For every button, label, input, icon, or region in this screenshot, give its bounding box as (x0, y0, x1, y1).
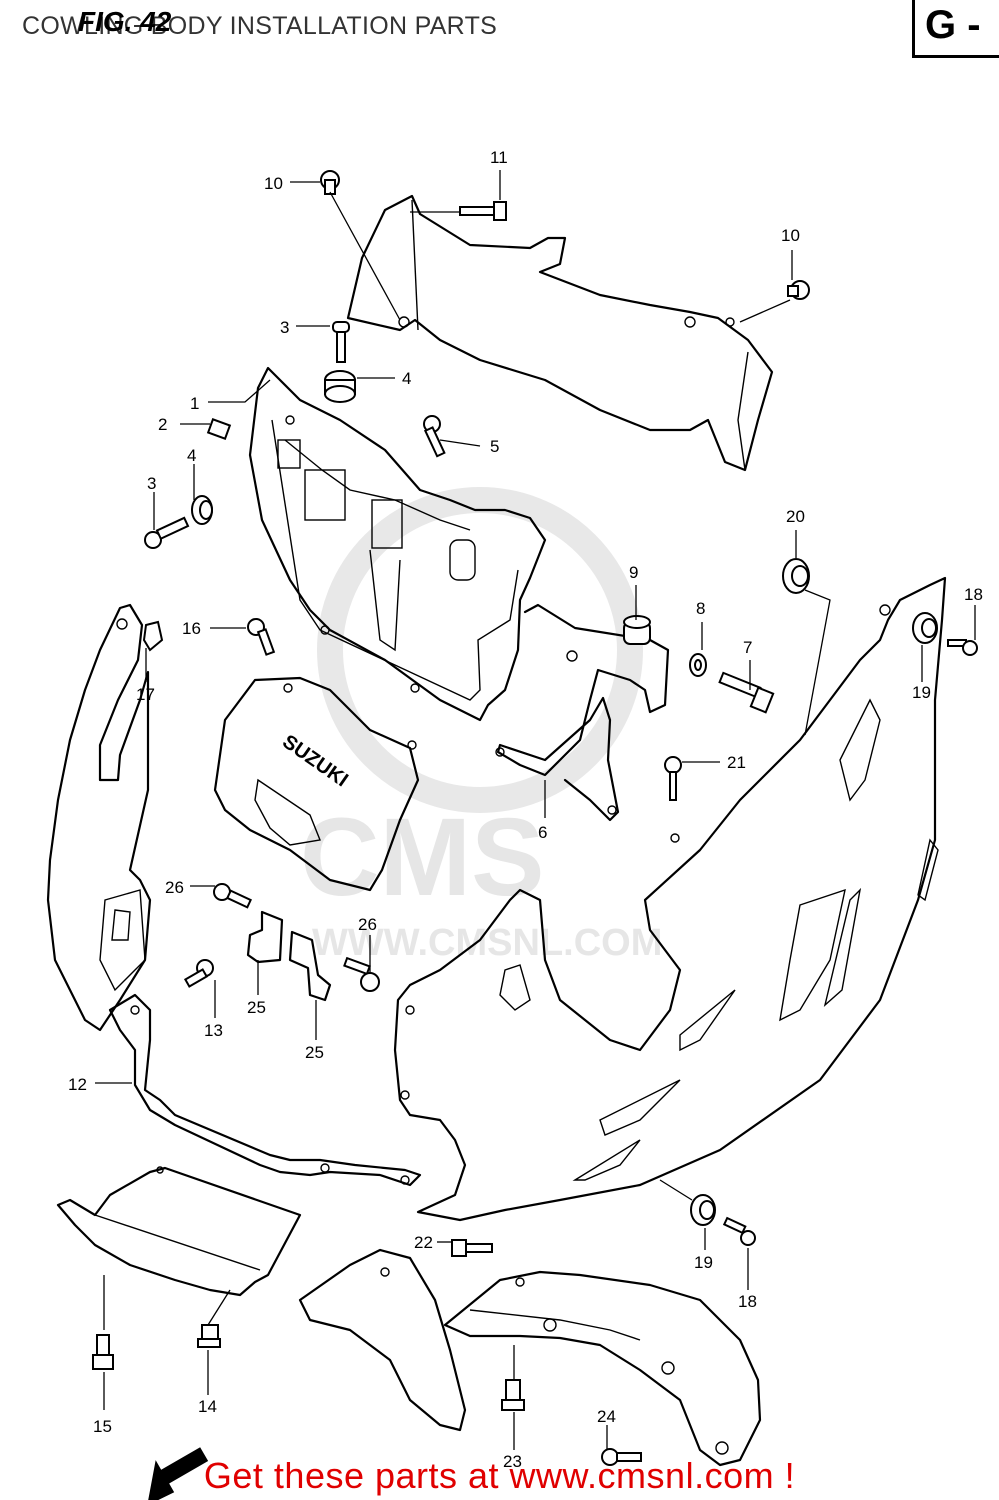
callout-25: 25 (247, 998, 266, 1017)
callout-labels: 10 11 10 3 4 1 2 5 3 4 9 8 7 20 18 19 21… (68, 148, 983, 1471)
bolt-26a (213, 883, 252, 909)
callout-20: 20 (786, 507, 805, 526)
screw-3b (144, 516, 190, 549)
callout-13: 13 (204, 1021, 223, 1040)
bolt-11 (459, 201, 507, 221)
screw-21 (664, 756, 682, 801)
fairing-brace (248, 366, 547, 722)
callout-23: 23 (503, 1452, 522, 1471)
screw-16 (247, 618, 276, 656)
screw-24 (601, 1448, 642, 1466)
front-arrow-icon (147, 1447, 209, 1500)
callout-18: 18 (738, 1292, 757, 1311)
bracket-25 (246, 910, 332, 1002)
screw-3a (332, 321, 350, 363)
clip-15 (92, 1334, 114, 1370)
grommet-20 (782, 558, 810, 594)
callout-7: 7 (743, 638, 752, 657)
rivet-23 (501, 1379, 525, 1411)
figure-number: FIG. 42 (78, 6, 172, 37)
leader-lines (95, 170, 976, 1450)
callout-10: 10 (781, 226, 800, 245)
callout-8: 8 (696, 599, 705, 618)
callout-5: 5 (490, 437, 499, 456)
washer-8 (689, 653, 707, 677)
callout-25: 25 (305, 1043, 324, 1062)
callout-6: 6 (538, 823, 547, 842)
lower-center-cowl (298, 1248, 762, 1467)
callout-3: 3 (280, 318, 289, 337)
callout-12: 12 (68, 1075, 87, 1094)
callout-24: 24 (597, 1407, 616, 1426)
diagram-title: COWLING BODY INSTALLATION PARTS (22, 12, 498, 40)
bolt-13 (183, 959, 214, 988)
callout-11: 11 (490, 148, 508, 167)
callout-18: 18 (964, 585, 983, 604)
callout-16: 16 (182, 619, 201, 638)
grommet-4b (191, 495, 213, 525)
callout-10: 10 (264, 174, 283, 193)
callout-15: 15 (93, 1417, 112, 1436)
screw-10b (787, 280, 810, 300)
bolt-26b (343, 956, 380, 992)
watermark: CMS WWW.CMSNL.COM (300, 487, 662, 964)
section-badge: G - (912, 0, 999, 58)
bolt-7 (718, 671, 775, 714)
callout-4: 4 (187, 446, 196, 465)
watermark-logo: CMS (300, 796, 544, 919)
screw-18b (722, 1216, 756, 1246)
callout-3: 3 (147, 474, 156, 493)
main-cowl (393, 576, 947, 1222)
callout-19: 19 (912, 683, 931, 702)
callout-2: 2 (158, 415, 167, 434)
callout-14: 14 (198, 1397, 217, 1416)
lower-left-cowl (56, 1166, 302, 1297)
parts-banner[interactable]: Get these parts at www.cmsnl.com ! (203, 1455, 796, 1496)
callout-22: 22 (414, 1233, 433, 1252)
screw-5 (423, 415, 446, 458)
screw-18a (947, 639, 978, 656)
callout-17: 17 (136, 685, 155, 704)
clip-14 (197, 1324, 221, 1348)
hardware (92, 170, 978, 1466)
clip-17 (142, 620, 164, 652)
callout-1: 1 (190, 394, 199, 413)
callout-21: 21 (727, 753, 746, 772)
callout-26: 26 (358, 915, 377, 934)
callout-26: 26 (165, 878, 184, 897)
grommet-4a (324, 370, 356, 403)
bolt-22 (451, 1239, 493, 1257)
screw-10a (320, 170, 340, 195)
brand-mark: SUZUKI (278, 731, 352, 792)
grommet-19b (690, 1194, 716, 1226)
grommet-19a (912, 612, 938, 644)
upper-inner-cowl (346, 194, 774, 472)
nut-2 (206, 418, 232, 440)
callout-9: 9 (629, 563, 638, 582)
callout-19: 19 (694, 1253, 713, 1272)
bracket-12 (108, 993, 422, 1187)
section-letter: G - (925, 3, 981, 47)
collar-9 (623, 615, 651, 645)
left-side-cowl (46, 603, 152, 1032)
callout-4: 4 (402, 369, 411, 388)
bracket-6 (495, 603, 670, 822)
